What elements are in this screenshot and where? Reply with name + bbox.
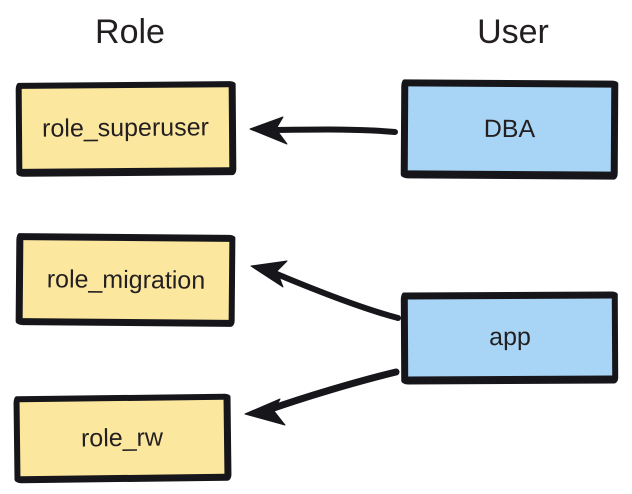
node-user-dba-label: DBA (483, 114, 536, 143)
column-heading-user: User (477, 13, 549, 51)
node-role-superuser-label: role_superuser (41, 112, 209, 143)
node-user-app-label: app (489, 322, 531, 352)
arrow-dba-to-role-superuser (249, 116, 398, 145)
node-role-rw-label: role_rw (80, 423, 164, 453)
node-user-dba[interactable]: DBA (400, 79, 619, 180)
node-role-migration[interactable]: role_migration (15, 233, 236, 327)
node-role-superuser[interactable]: role_superuser (15, 81, 237, 177)
arrow-app-to-role-migration (250, 260, 401, 321)
column-heading-role: Role (95, 13, 165, 51)
node-role-migration-label: role_migration (46, 264, 206, 295)
node-user-app[interactable]: app (400, 291, 619, 385)
arrow-app-to-role-rw (244, 368, 400, 426)
node-role-rw[interactable]: role_rw (13, 393, 232, 484)
